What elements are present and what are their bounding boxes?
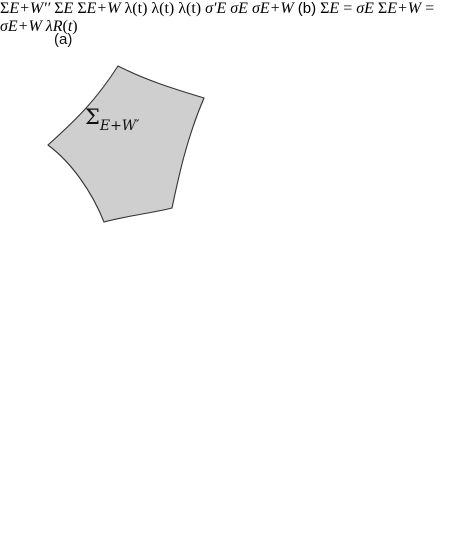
- cell-sigma-e-w-double-prime: λ(t) λ(t) λ(t) σ′E σE σE+W (b) ΣE = σE Σ…: [0, 0, 434, 35]
- lambda-r-label: λR(t): [45, 18, 78, 35]
- cell-sigma-e-top: λ(t) λ(t) λ(t) σ′E σE σE+W (b) ΣE = σE Σ…: [0, 0, 434, 35]
- sheet-sigma-e-w-prime-label: ΣE+W′: [85, 105, 140, 134]
- sheet-sigma-e-label: ΣE: [54, 0, 74, 17]
- lambda-r-bottom-edge: ΣE = σE ΣE+W = σE+W λR(t) const data = J…: [0, 0, 434, 35]
- sheet-sigma-e-w-double-prime-label: ΣE+W′′: [0, 0, 51, 17]
- sheet-right-sigma-e-w: ΣE+W = σE+W: [0, 0, 434, 35]
- pointer-sigma-e-w: λ(t) λ(t) λ(t) σ′E σE σE+W (b) ΣE = σE Σ…: [0, 0, 434, 35]
- cell-sigma-e: λ(t) λ(t) λ(t) σ′E σE σE+W (b) ΣE = σE Σ…: [0, 0, 434, 35]
- cell-sigma-e-w-prime: λ(t) λ(t) λ(t) σ′E σE σE+W (b) ΣE = σE Σ…: [0, 0, 434, 35]
- state-label-sigma-e: σE: [230, 0, 248, 17]
- sheet-sigma-e-w: ΣE+W: [77, 0, 124, 17]
- cell-sigma-e-prime: λ(t) λ(t) λ(t) σ′E σE σE+W (b) ΣE = σE Σ…: [0, 0, 434, 35]
- left-sheet-label: ΣE = σE: [320, 0, 374, 17]
- sheet-left-sigma-e: ΣE = σE: [320, 0, 378, 17]
- sheet-sigma-e-w-label: ΣE+W: [77, 0, 121, 17]
- state-label-sigma-e-w: σE+W: [251, 0, 294, 17]
- lambda-label-2: λ(t): [151, 0, 175, 17]
- lambda-r-top-edge: ΣE = σE ΣE+W = σE+W λR(t) const data = J…: [0, 0, 434, 35]
- sheet-sigma-e: ΣE: [54, 0, 77, 17]
- sheet-sigma-e-w-double-prime: ΣE+W′′: [0, 0, 54, 17]
- panel-b-label: (b): [297, 0, 317, 17]
- state-label-sigma-e-prime: σ′E: [205, 0, 227, 17]
- lambda-label-3: λ(t): [178, 0, 202, 17]
- lambda-label-1: λ(t): [124, 0, 148, 17]
- pointer-sigma-e: λ(t) λ(t) λ(t) σ′E σE σE+W (b) ΣE = σE Σ…: [0, 0, 434, 35]
- right-sheet-label-line2: σE+W: [0, 18, 42, 35]
- pointer-sigma-e-prime: λ(t) λ(t) λ(t) σ′E σE σE+W (b) ΣE = σE Σ…: [0, 0, 434, 35]
- right-sheet-label-line1: ΣE+W =: [377, 0, 435, 17]
- sheet-sigma-e-w-prime: ΣE+W′: [47, 65, 205, 223]
- panel-a-label: (a): [54, 31, 72, 48]
- cell-sigma-e-w: λ(t) λ(t) λ(t) σ′E σE σE+W (b) ΣE = σE Σ…: [0, 0, 434, 35]
